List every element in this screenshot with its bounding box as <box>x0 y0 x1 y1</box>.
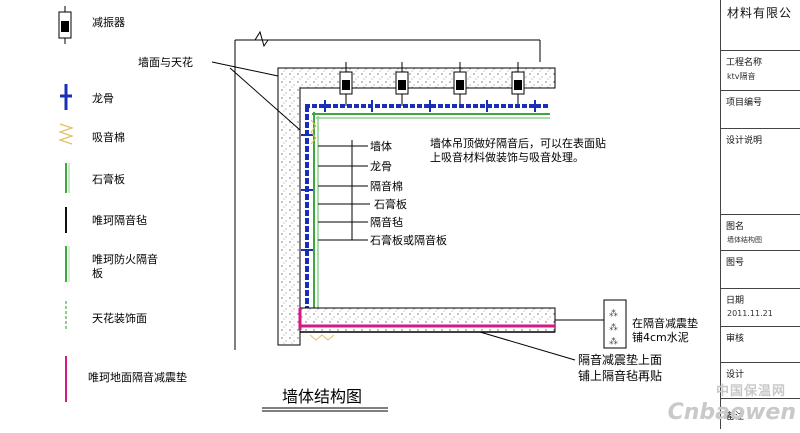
remark-row: 备注 <box>721 398 800 429</box>
project-no-label: 项目编号 <box>726 98 763 108</box>
layer-labels: 墙体 龙骨 隔音棉 石膏板 隔音毡 石膏板或隔音板 <box>318 139 447 247</box>
note-line-2: 上吸音材料做装饰与吸音处理。 <box>430 150 584 164</box>
title-block: 材料有限公 工程名称 ktv隔音 项目编号 设计说明 图名 墙体结构图 图号 日… <box>720 0 800 429</box>
layer-label-board: 石膏板或隔音板 <box>370 233 447 247</box>
project-name-row: 工程名称 ktv隔音 <box>721 50 800 90</box>
drawing-no-label: 图号 <box>726 258 745 268</box>
design-note-row: 设计说明 <box>721 128 800 214</box>
design-note-label: 设计说明 <box>726 136 763 146</box>
legend-label-felt: 唯珂隔音毡 <box>92 213 147 227</box>
layer-label-cotton: 隔音棉 <box>370 179 403 193</box>
right-note-line-1: 在隔音减震垫 <box>632 316 698 330</box>
wall-structure-diagram: 减振器 龙骨 吸音棉 石膏板 唯珂隔音毡 唯珂防火隔音 板 <box>58 6 698 412</box>
damper-icon <box>339 62 353 106</box>
keel-icon <box>301 134 313 251</box>
fireproof-board-icon <box>65 246 70 282</box>
ceiling-dampers <box>339 62 525 106</box>
legend-label-gypsum: 石膏板 <box>92 172 125 186</box>
gypsum-board-icon <box>65 163 70 193</box>
legend-label-ceiling-finish: 天花装饰面 <box>92 311 147 325</box>
svg-text:⁂: ⁂ <box>609 308 618 319</box>
project-name-value: ktv隔音 <box>727 72 756 81</box>
layer-label-keel: 龙骨 <box>370 160 392 173</box>
damper-icon <box>58 6 72 44</box>
keel-icon <box>60 84 72 110</box>
project-name-label: 工程名称 <box>726 58 763 68</box>
legend-label-keel: 龙骨 <box>92 92 114 105</box>
layer-label-felt: 隔音毡 <box>370 215 403 229</box>
legend-label-fireproof-1: 唯珂防火隔音 <box>92 252 158 266</box>
damper-icon <box>511 62 525 106</box>
drawing-no-row: 图号 <box>721 250 800 288</box>
right-note-line-2: 铺4cm水泥 <box>632 331 689 344</box>
drawing-name-row: 图名 墙体结构图 <box>721 214 800 250</box>
svg-text:⁂: ⁂ <box>609 322 618 333</box>
damper-icon <box>453 62 467 106</box>
bottom-note-line-1: 隔音减震垫上面 <box>578 352 662 367</box>
review-row: 审核 <box>721 326 800 362</box>
top-label: 墙面与天花 <box>138 55 193 69</box>
damper-icon <box>395 62 409 106</box>
note-line-1: 墙体吊顶做好隔音后，可以在表面贴 <box>430 136 606 150</box>
date-row: 日期 2011.11.21 <box>721 288 800 326</box>
diagram-title: 墙体结构图 <box>282 387 362 406</box>
drawing-name-label: 图名 <box>726 222 745 232</box>
legend-label-fireproof-2: 板 <box>92 266 103 280</box>
remark-label: 备注 <box>726 412 745 422</box>
date-label: 日期 <box>726 296 745 306</box>
drawing-name-value: 墙体结构图 <box>727 236 762 244</box>
svg-text:⁂: ⁂ <box>609 336 618 347</box>
legend: 减振器 龙骨 吸音棉 石膏板 唯珂隔音毡 唯珂防火隔音 板 <box>58 6 187 402</box>
company-name: 材料有限公 <box>727 6 793 20</box>
legend-label-damper: 减振器 <box>92 15 125 29</box>
sound-absorbing-cotton-icon <box>58 123 74 145</box>
watermark-cn: 中国保温网 <box>715 384 786 399</box>
design-row: 设计 <box>721 362 800 398</box>
watermark-en: Cnbaowen <box>667 400 796 425</box>
keel-icon <box>324 100 536 112</box>
date-value: 2011.11.21 <box>727 309 773 318</box>
layer-label-wall: 墙体 <box>370 139 392 153</box>
bottom-note-line-2: 铺上隔音毡再贴 <box>578 368 662 383</box>
legend-label-cotton: 吸音棉 <box>92 130 125 144</box>
layer-label-gypsum: 石膏板 <box>374 197 407 211</box>
section-drawing: ⁂ ⁂ ⁂ 墙面与天花 墙体 龙骨 隔音棉 石膏板 隔音毡 石膏板或隔音板 墙体… <box>138 30 698 412</box>
legend-label-floor-pad: 唯珂地面隔音减震垫 <box>88 370 187 384</box>
project-no-row: 项目编号 <box>721 90 800 128</box>
review-label: 审核 <box>726 334 745 344</box>
design-label: 设计 <box>726 370 745 380</box>
